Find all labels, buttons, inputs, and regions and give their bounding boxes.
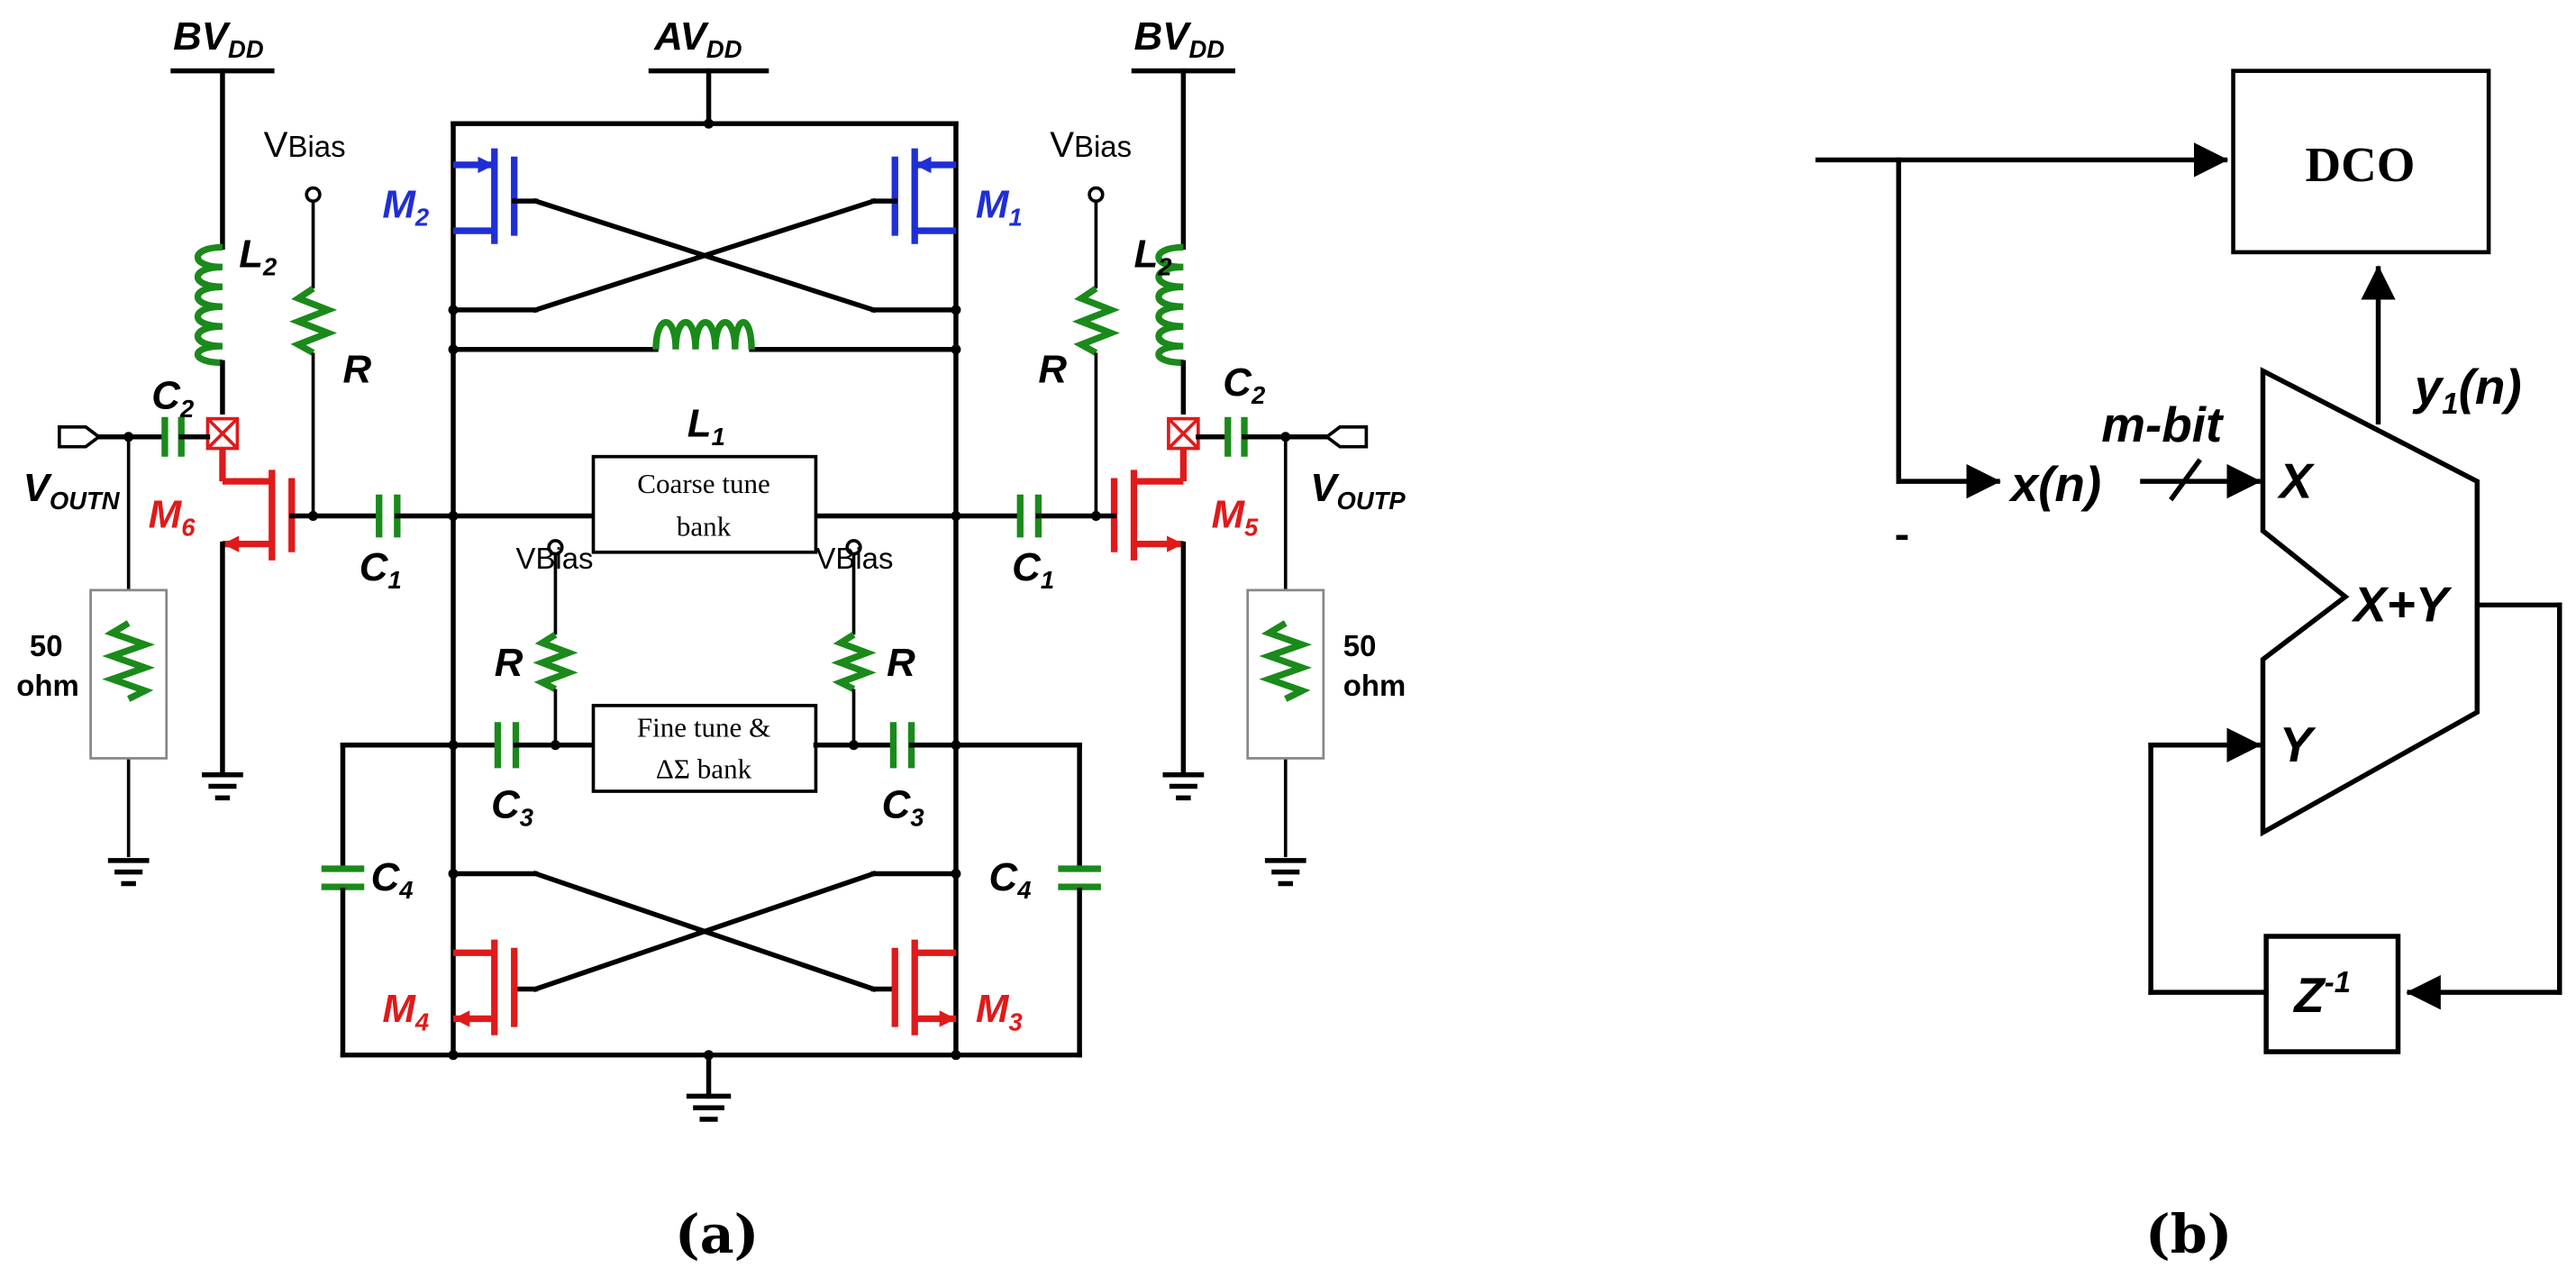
m3-transistor [891, 939, 956, 1035]
m5-label: M5 [1211, 492, 1259, 541]
adder-y-label: Y [2280, 716, 2317, 772]
l2-left-inductor [194, 243, 223, 367]
l1-inductor [652, 318, 755, 350]
vbias-left-label: VBias [264, 124, 346, 165]
m4-label: M4 [382, 987, 429, 1035]
ground-icon-right [1162, 771, 1205, 801]
load-left-unit: ohm [16, 669, 78, 702]
c4-right-label: C4 [989, 855, 1032, 904]
m2-transistor [453, 148, 518, 244]
r-right-label: R [1038, 347, 1067, 391]
xn-label: x(n) [2008, 456, 2102, 512]
l1-label: L1 [687, 402, 725, 451]
voutp-label: VOUTP [1310, 466, 1406, 515]
c1-left-label: C1 [360, 545, 402, 594]
adder-x-label: X [2277, 452, 2316, 508]
coarse-tune-bank [591, 454, 818, 554]
c3-left-label: C3 [491, 782, 533, 831]
r-inner-left-label: R [495, 641, 523, 685]
coarse-tune-label: Coarse tune [637, 468, 770, 499]
r-left-label: R [342, 347, 371, 391]
c1-right-label: C1 [1012, 545, 1054, 594]
m1-label: M1 [976, 182, 1023, 231]
vbias-inner-right-label: VBias [815, 542, 893, 575]
ground-icon [686, 1093, 732, 1122]
panel-a-circuit: Coarse tune bank Fine tune & ΔΣ bank [16, 14, 1406, 1265]
caption-b: (b) [2145, 1203, 2232, 1265]
c4-left-label: C4 [371, 855, 414, 904]
l2-right-inductor [1155, 243, 1184, 367]
ground-icon-left [202, 771, 243, 801]
caption-a: (a) [675, 1203, 759, 1265]
panel-b-diagram: DCO x(n) m-bit X Y X+Y y1(n) Z-1 (b) [1815, 68, 2562, 1265]
adder-block [2260, 367, 2480, 837]
c2-right-label: C2 [1223, 360, 1265, 409]
coarse-tune-label-2: bank [677, 510, 732, 542]
load-right-unit: ohm [1343, 669, 1406, 702]
delay-block [2263, 934, 2401, 1054]
m3-label: M3 [976, 987, 1023, 1035]
r-inner-right-label: R [887, 641, 915, 685]
vbias-right-label: VBias [1050, 124, 1132, 165]
m6-label: M6 [149, 492, 196, 541]
fine-tune-label-2: ΔΣ bank [656, 752, 752, 784]
avdd-label: AVDD [653, 14, 742, 63]
c2-left-label: C2 [151, 374, 194, 423]
y1n-label: y1(n) [2412, 359, 2522, 420]
l2-right-label: L2 [1133, 232, 1171, 280]
adder-sum-label: X+Y [2351, 577, 2453, 633]
bvdd-left-label: BVDD [173, 14, 264, 63]
load-left-value: 50 [30, 629, 63, 662]
bvdd-right-label: BVDD [1133, 14, 1224, 63]
c3-right-label: C3 [882, 782, 924, 831]
m-bit-label: m-bit [2101, 397, 2225, 452]
dco-label: DCO [2305, 137, 2415, 192]
fine-tune-label: Fine tune & [637, 712, 770, 743]
m1-transistor [891, 148, 956, 244]
fine-tune-bank [591, 704, 818, 793]
vbias-inner-left-label: VBias [516, 542, 594, 575]
m4-transistor [453, 939, 518, 1035]
l2-left-label: L2 [239, 232, 277, 280]
ground-icon-left-load [107, 858, 150, 887]
m2-label: M2 [382, 182, 429, 231]
voutn-label: VOUTN [23, 466, 121, 515]
dco-block [2231, 68, 2491, 255]
delay-label: Z-1 [2292, 965, 2351, 1023]
ground-icon-right-load [1264, 858, 1306, 887]
load-right-value: 50 [1343, 629, 1377, 662]
